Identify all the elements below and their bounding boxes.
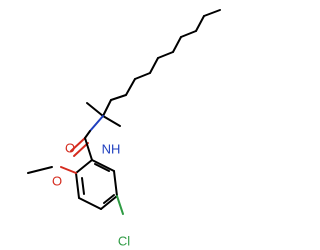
methoxy-methyl-bond <box>27 166 53 174</box>
amide-carbon-bond <box>84 130 91 139</box>
nitrogen-label: NH <box>102 141 121 156</box>
chlorine-bond <box>116 195 124 215</box>
chain-bond-2 <box>195 15 205 32</box>
alkyl-chain <box>86 9 221 127</box>
ring-inner-double-1 <box>81 177 85 195</box>
amide-to-ring-bond <box>84 137 93 161</box>
methyl-branch-bond <box>86 102 104 117</box>
chain-bond-1 <box>203 9 221 17</box>
chain-bond-5 <box>157 51 174 59</box>
amide-linker <box>70 115 104 161</box>
chain-bond-3 <box>180 30 197 38</box>
carbonyl-bond-2 <box>73 142 89 157</box>
ring-inner-double-2 <box>103 194 115 204</box>
ring-bond-5 <box>113 170 118 197</box>
methoxy-group <box>27 166 77 174</box>
chain-bond-9 <box>110 94 127 101</box>
ring-bond-2 <box>75 172 80 199</box>
ring-bond-1 <box>75 159 93 174</box>
chlorine-substituent <box>116 195 124 215</box>
methoxy-oxygen-bond <box>60 166 77 174</box>
carbonyl-bond-1 <box>70 137 86 152</box>
ring-bond-4 <box>100 195 118 210</box>
chain-bond-8 <box>125 78 136 96</box>
chain-bond-10 <box>102 99 112 117</box>
molecule-structure: NH O O Cl <box>27 9 221 248</box>
chain-bond-6 <box>149 57 159 74</box>
chain-bond-11 <box>102 115 121 127</box>
methoxy-oxygen-label: O <box>52 173 62 188</box>
carbonyl-oxygen-label: O <box>65 140 75 155</box>
amide-nitrogen-bond <box>89 115 104 132</box>
chain-bond-4 <box>172 36 182 53</box>
benzene-ring <box>75 159 118 210</box>
ring-bond-3 <box>78 197 102 210</box>
ring-inner-double-3 <box>94 163 110 172</box>
molecule-canvas: NH O O Cl <box>27 9 221 249</box>
chlorine-label: Cl <box>118 233 130 248</box>
chain-bond-7 <box>134 72 151 80</box>
ring-bond-6 <box>91 159 115 172</box>
